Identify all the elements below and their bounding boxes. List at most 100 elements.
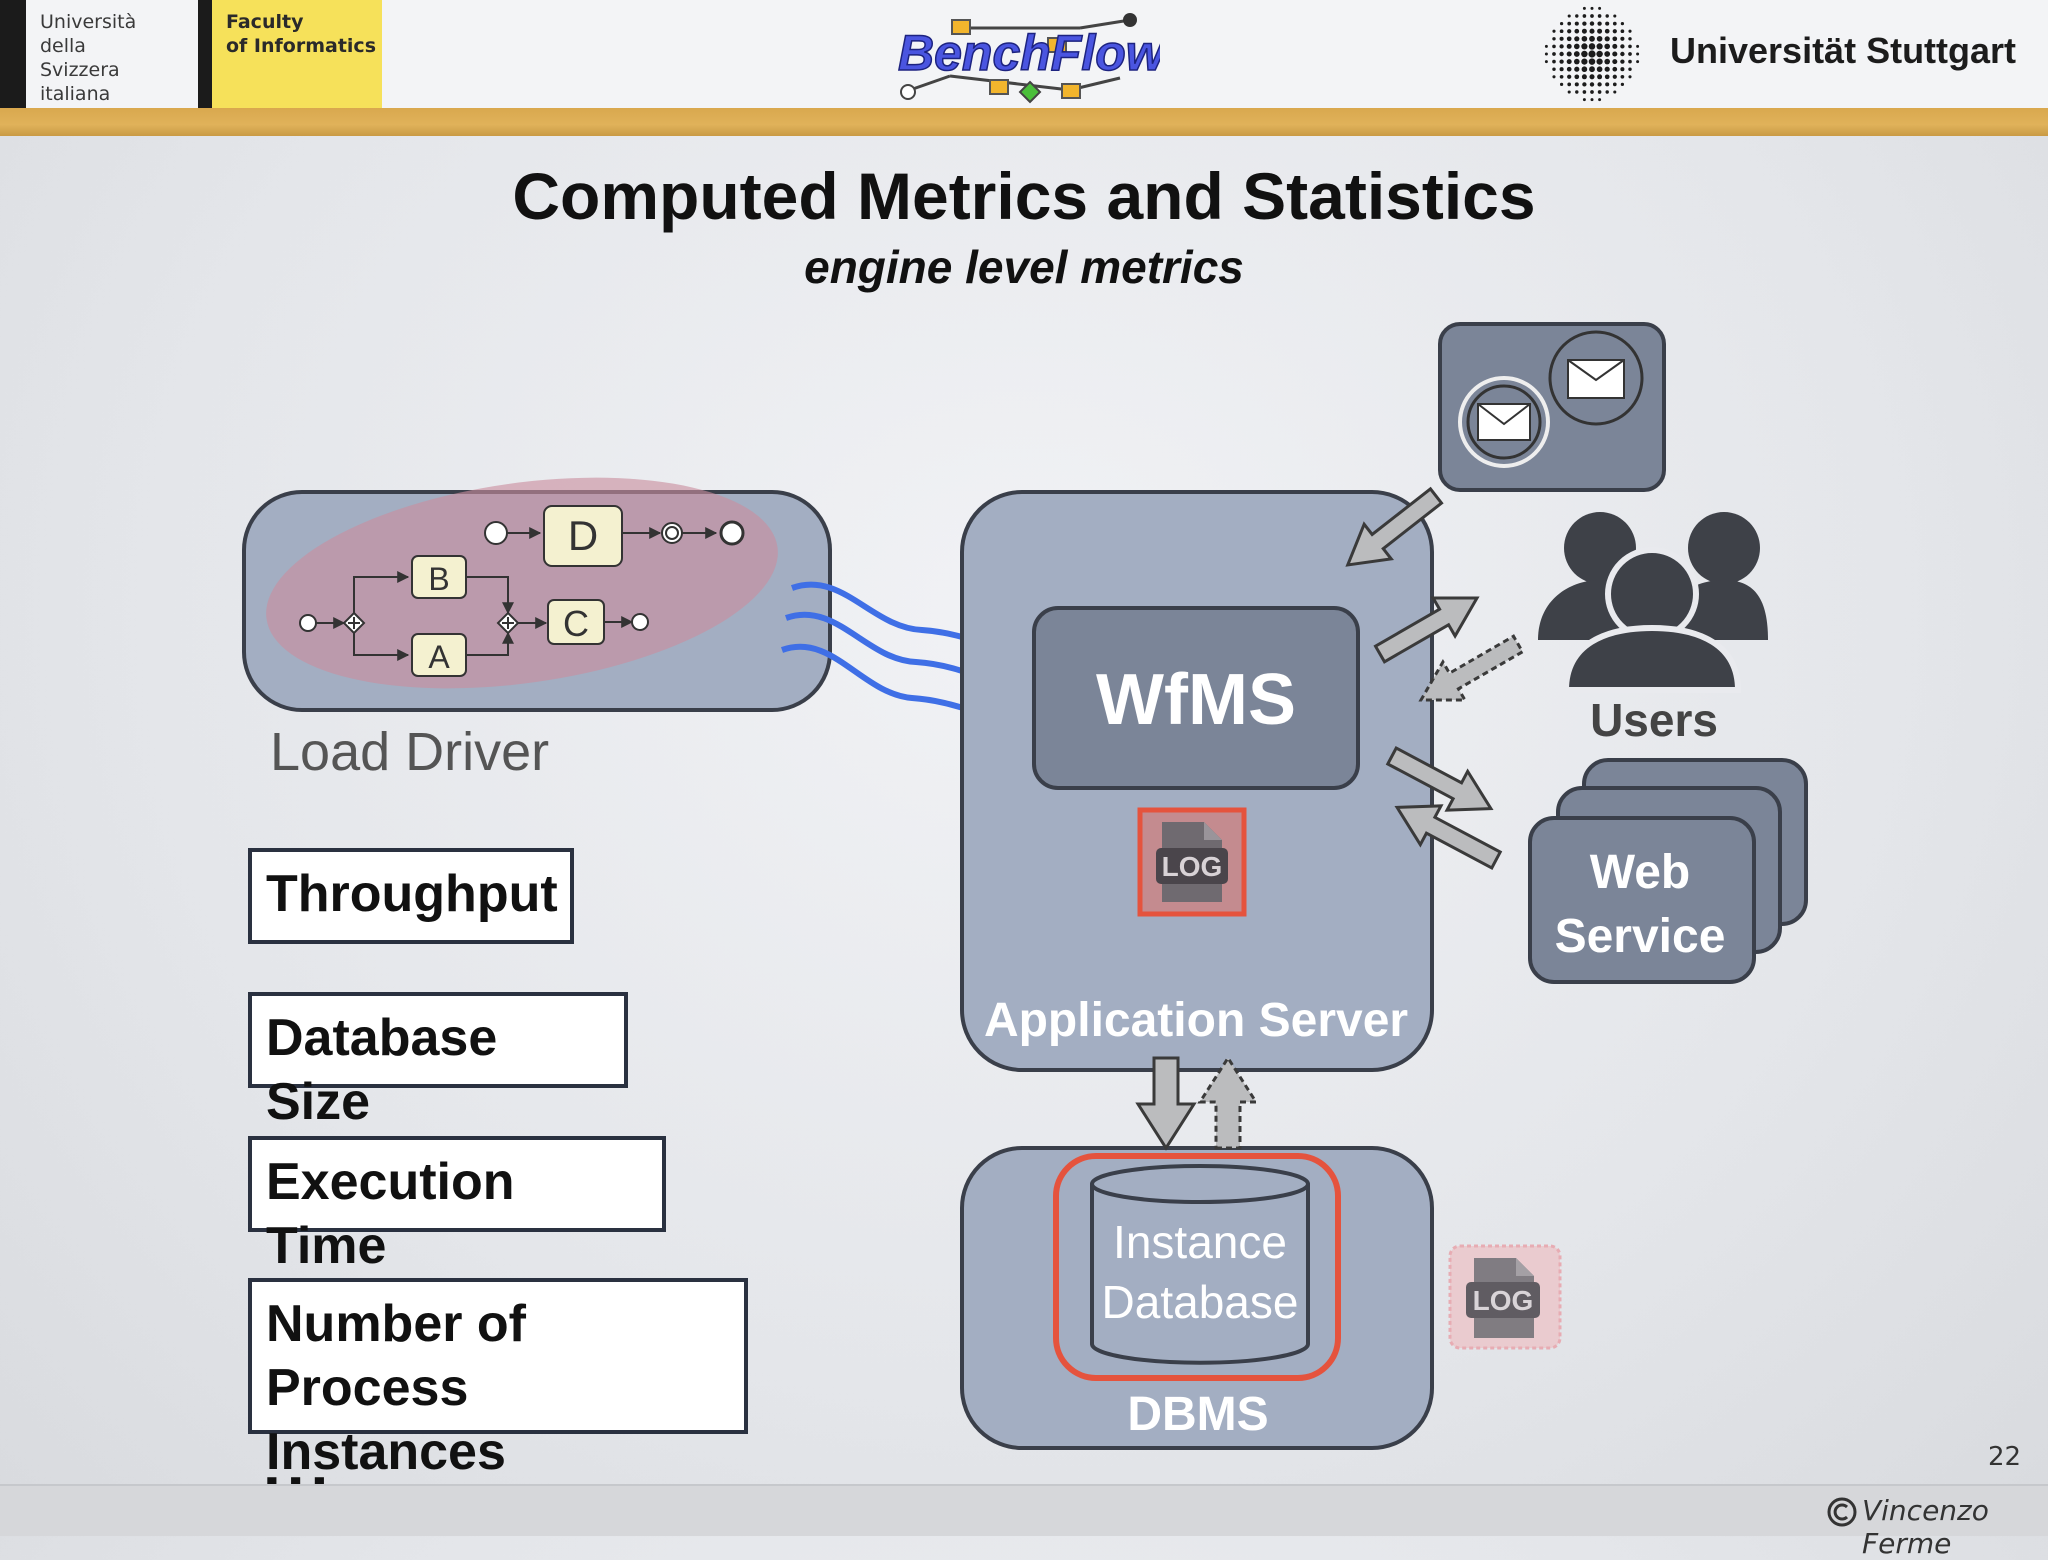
seal-dot bbox=[1604, 51, 1611, 57]
seal-dot bbox=[1544, 44, 1548, 48]
metric-throughput: Throughput bbox=[248, 848, 574, 944]
message-to-wfms-arrow bbox=[1345, 486, 1444, 567]
seal-dot bbox=[1613, 14, 1617, 18]
seal-dot bbox=[1590, 14, 1594, 18]
seal-dot bbox=[1559, 29, 1564, 34]
seal-dot bbox=[1552, 75, 1556, 79]
webservice-to-wfms-arrow bbox=[1394, 804, 1503, 870]
dbms-label: DBMS bbox=[1127, 1388, 1268, 1441]
seal-dot bbox=[1612, 74, 1617, 79]
seal-dot bbox=[1589, 21, 1595, 26]
metric-number-of-process-instances: Number of Process Instances bbox=[248, 1278, 748, 1481]
wfms-box bbox=[1032, 606, 1360, 790]
seal-dot bbox=[1628, 52, 1632, 56]
task-b-label: B bbox=[428, 561, 449, 597]
seal-dot bbox=[1604, 66, 1610, 72]
seal-dot bbox=[1588, 58, 1596, 65]
seal-dot bbox=[1567, 21, 1572, 26]
seal-dot bbox=[1597, 14, 1602, 18]
seal-dot bbox=[1589, 28, 1595, 34]
seal-dot bbox=[1628, 75, 1632, 79]
seal-dot bbox=[1620, 36, 1625, 41]
seal-dot bbox=[1589, 66, 1595, 73]
web-service-box bbox=[1528, 816, 1756, 984]
seal-dot bbox=[1573, 58, 1580, 65]
seal-dot bbox=[1567, 74, 1572, 79]
task-c-label: C bbox=[563, 603, 589, 644]
db-to-app-arrow bbox=[1197, 1055, 1259, 1150]
message-envelope-icon-2 bbox=[1548, 330, 1644, 426]
seal-dot bbox=[1589, 82, 1595, 87]
users-icon bbox=[1538, 512, 1768, 693]
seal-dot bbox=[1567, 29, 1572, 34]
seal-dot bbox=[1581, 35, 1588, 42]
seal-dot bbox=[1582, 14, 1587, 18]
seal-dot bbox=[1636, 52, 1640, 56]
seal-dot bbox=[1574, 66, 1580, 72]
seal-dot bbox=[1620, 74, 1625, 79]
seal-dot bbox=[1612, 43, 1618, 49]
bpmn-start-event-2 bbox=[484, 521, 508, 545]
instance-database-cylinder bbox=[1090, 1164, 1310, 1365]
seal-dot bbox=[1597, 82, 1602, 87]
seal-dot bbox=[1581, 43, 1588, 50]
app-to-db-arrow bbox=[1135, 1056, 1197, 1151]
instance-database-label-line1: Instance bbox=[1113, 1216, 1287, 1268]
seal-dot bbox=[1598, 98, 1602, 102]
metric-database-size: Database Size bbox=[248, 992, 628, 1131]
seal-dot bbox=[1573, 43, 1580, 50]
seal-dot bbox=[1628, 44, 1632, 49]
seal-dot bbox=[1566, 36, 1572, 42]
wfms-to-users-arrow bbox=[1373, 596, 1480, 664]
seal-dot bbox=[1559, 67, 1564, 72]
seal-dot bbox=[1620, 44, 1625, 49]
seal-dot bbox=[1605, 14, 1609, 18]
bpmn-end-event-2 bbox=[719, 520, 745, 546]
benchflow-logo: BenchFlow bbox=[897, 13, 1160, 104]
seal-dot bbox=[1613, 90, 1617, 94]
seal-dot bbox=[1588, 50, 1596, 58]
seal-dot bbox=[1575, 90, 1579, 94]
seal-dot bbox=[1604, 74, 1610, 80]
seal-dot bbox=[1612, 29, 1617, 34]
seal-dot bbox=[1620, 82, 1625, 87]
seal-dot bbox=[1620, 21, 1625, 26]
seal-dot bbox=[1620, 67, 1625, 72]
seal-dot bbox=[1590, 90, 1594, 94]
page-number: 22 bbox=[1988, 1442, 2022, 1472]
usi-logo-text: Università della Svizzera italiana bbox=[40, 11, 137, 105]
seal-dot bbox=[1552, 29, 1556, 33]
seal-dot bbox=[1612, 82, 1617, 87]
seal-dot bbox=[1612, 36, 1618, 42]
database-log-label: LOG bbox=[1473, 1285, 1534, 1316]
seal-dot bbox=[1581, 50, 1588, 58]
load-driver-label: Load Driver bbox=[270, 722, 549, 782]
seal-dot bbox=[1628, 67, 1632, 71]
seal-dot bbox=[1605, 21, 1610, 26]
seal-dot bbox=[1588, 43, 1596, 50]
seal-dot bbox=[1597, 74, 1603, 80]
faculty-logo-bar bbox=[198, 0, 212, 108]
wfms-to-webservice-arrow bbox=[1385, 746, 1494, 812]
page-subtitle: engine level metrics bbox=[804, 241, 1244, 293]
instance-database-highlight bbox=[1053, 1153, 1341, 1381]
wfms-label: WfMS bbox=[1096, 660, 1296, 740]
seal-dot bbox=[1604, 36, 1610, 42]
seal-dot bbox=[1620, 51, 1625, 57]
seal-dot bbox=[1597, 28, 1603, 34]
bpmn-end-event bbox=[631, 613, 649, 631]
seal-dot bbox=[1552, 67, 1556, 71]
web-service-label-line1: Web bbox=[1590, 846, 1690, 899]
seal-dot bbox=[1596, 50, 1603, 58]
seal-dot bbox=[1612, 66, 1618, 72]
seal-dot bbox=[1628, 29, 1632, 33]
bpmn-task-d bbox=[543, 505, 623, 567]
seal-dot bbox=[1559, 21, 1564, 26]
seal-dot bbox=[1604, 58, 1611, 65]
seal-dot bbox=[1590, 6, 1594, 10]
task-a-label: A bbox=[428, 639, 450, 675]
seal-dot bbox=[1559, 51, 1564, 57]
seal-dot bbox=[1544, 52, 1548, 56]
seal-dot bbox=[1567, 82, 1572, 87]
seal-dot bbox=[1582, 82, 1587, 87]
